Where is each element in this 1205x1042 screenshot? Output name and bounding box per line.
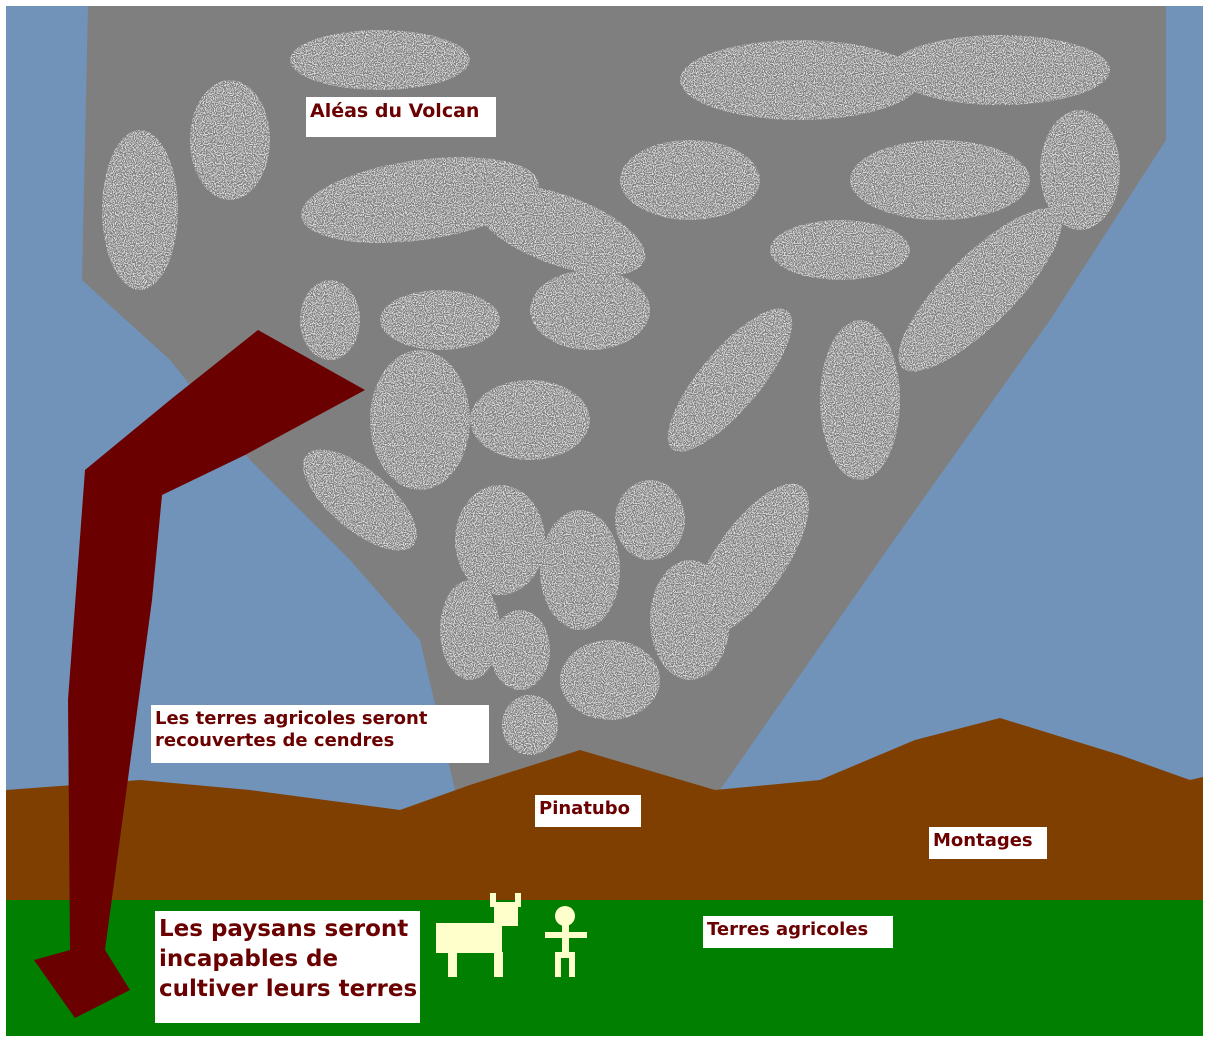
farmers-label-line: incapables de [159, 945, 416, 975]
ash-consequence-label: Les terres agricoles seront recouvertes … [151, 705, 489, 763]
farmland-label: Terres agricoles [703, 916, 893, 948]
farmers-consequence-label: Les paysans seront incapables de cultive… [155, 911, 420, 1023]
ash-label-line: Les terres agricoles seront [155, 708, 485, 730]
mountains-label: Montages [929, 827, 1047, 859]
title-label: Aléas du Volcan [306, 97, 496, 137]
farmers-label-line: cultiver leurs terres [159, 975, 416, 1005]
ash-label-line: recouvertes de cendres [155, 730, 485, 752]
farmers-label-line: Les paysans seront [159, 915, 416, 945]
volcano-label: Pinatubo [535, 795, 641, 827]
